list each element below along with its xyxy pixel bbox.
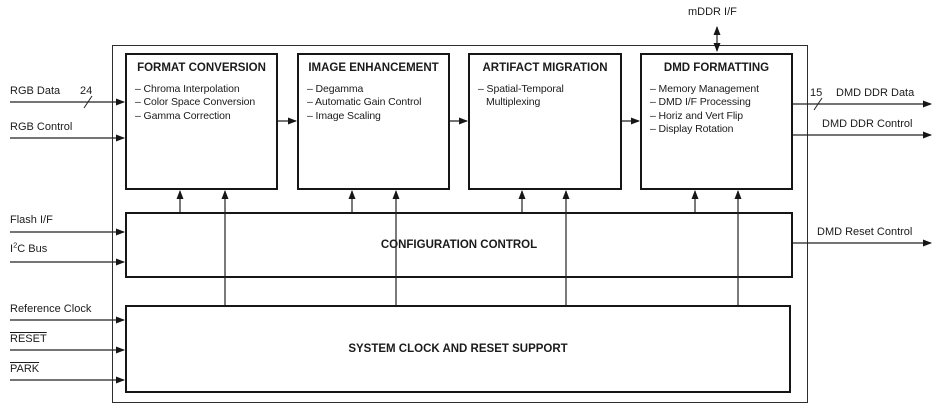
format-conversion-items: – Chroma Interpolation – Color Space Con…: [127, 83, 276, 123]
dmd-formatting-items: – Memory Management – DMD I/F Processing…: [642, 83, 791, 137]
dmd-ddr-data-label: DMD DDR Data: [836, 87, 915, 99]
artifact-migration-title: ARTIFACT MIGRATION: [482, 62, 608, 74]
dmd-ddr-data-bus-width-label: 15: [810, 87, 823, 99]
list-item: – Degamma: [307, 83, 364, 95]
list-item: – Memory Management: [650, 83, 759, 95]
i2c-bus-label: I2C Bus: [10, 240, 48, 256]
list-item: – Automatic Gain Control: [307, 96, 422, 109]
format-conversion-title: FORMAT CONVERSION: [137, 62, 266, 74]
park-label: PARK: [10, 363, 39, 376]
list-item: – Image Scaling: [307, 109, 381, 122]
list-item: – Color Space Conversion: [135, 96, 256, 109]
reference-clock-label: Reference Clock: [10, 303, 92, 315]
rgb-data-label: RGB Data: [10, 85, 61, 97]
reset-text: RESET: [10, 333, 47, 345]
list-item: – DMD I/F Processing: [650, 96, 751, 109]
image-enhancement-block: IMAGE ENHANCEMENT – Degamma – Automatic …: [297, 53, 450, 190]
list-item: – Chroma Interpolation: [135, 83, 240, 95]
chip-boundary-box: [112, 45, 808, 403]
list-item: – Horiz and Vert Flip: [650, 109, 744, 122]
rgb-data-bus-width-label: 24: [80, 85, 93, 97]
i2c-pre: I: [10, 243, 14, 255]
i2c-post: C Bus: [17, 243, 48, 255]
dmd-ddr-control-label: DMD DDR Control: [822, 118, 913, 130]
system-clock-reset-title: SYSTEM CLOCK AND RESET SUPPORT: [348, 343, 568, 355]
list-item: – Display Rotation: [650, 123, 734, 136]
configuration-control-block: CONFIGURATION CONTROL: [125, 212, 793, 278]
rgb-control-label: RGB Control: [10, 121, 73, 133]
format-conversion-block: FORMAT CONVERSION – Chroma Interpolation…: [125, 53, 278, 190]
list-item: – Spatial-Temporal Multiplexing: [478, 83, 564, 109]
image-enhancement-title: IMAGE ENHANCEMENT: [308, 62, 439, 74]
park-text: PARK: [10, 363, 40, 375]
dmd-formatting-block: DMD FORMATTING – Memory Management – DMD…: [640, 53, 793, 190]
flash-if-label: Flash I/F: [10, 214, 53, 226]
i2c-sup: 2: [13, 240, 18, 250]
dmd-formatting-title: DMD FORMATTING: [663, 62, 770, 74]
artifact-migration-block: ARTIFACT MIGRATION – Spatial-Temporal Mu…: [468, 53, 622, 190]
mddr-if-label: mDDR I/F: [688, 6, 737, 18]
system-clock-reset-block: SYSTEM CLOCK AND RESET SUPPORT: [125, 305, 791, 393]
image-enhancement-items: – Degamma – Automatic Gain Control – Ima…: [299, 83, 448, 123]
artifact-migration-items: – Spatial-Temporal Multiplexing: [470, 83, 620, 110]
list-item: – Gamma Correction: [135, 109, 231, 122]
dmd-reset-control-label: DMD Reset Control: [817, 226, 913, 238]
configuration-control-title: CONFIGURATION CONTROL: [380, 239, 538, 251]
reset-label: RESET: [10, 333, 47, 346]
